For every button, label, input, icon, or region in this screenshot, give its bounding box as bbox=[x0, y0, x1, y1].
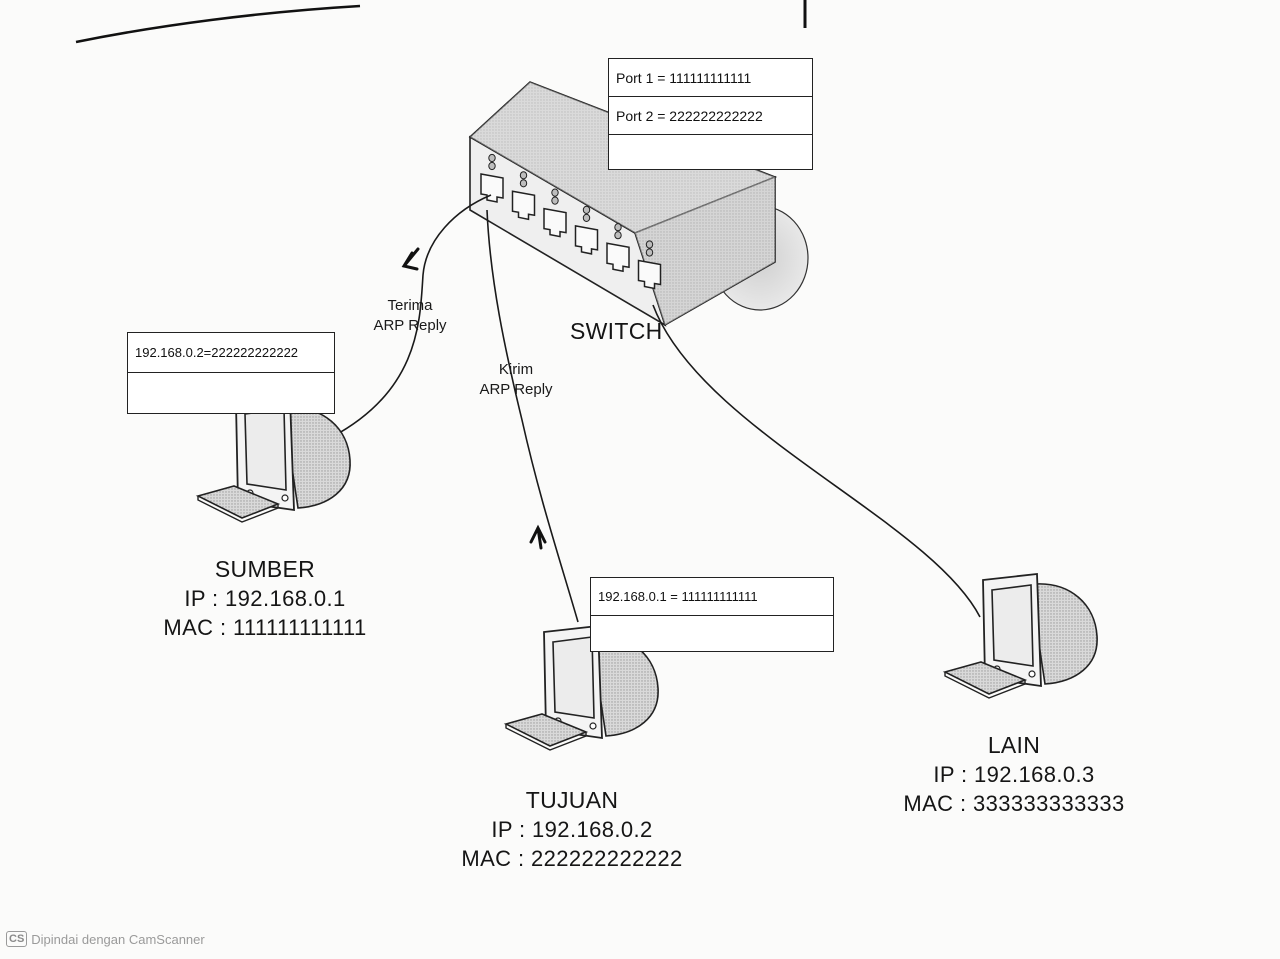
link-label-line: ARP Reply bbox=[373, 317, 447, 334]
sumber-info: SUMBER IP : 192.168.0.1 MAC : 1111111111… bbox=[150, 556, 380, 641]
port-led bbox=[551, 188, 559, 197]
switch-port bbox=[511, 190, 536, 221]
link-label-line: Terima bbox=[387, 297, 433, 314]
link-tujuan bbox=[486, 209, 579, 623]
port-led bbox=[614, 231, 622, 240]
port-led bbox=[519, 179, 528, 188]
port-led bbox=[519, 171, 528, 180]
device-ip: IP : 192.168.0.3 bbox=[933, 762, 1095, 787]
watermark-text: Dipindai dengan CamScanner bbox=[31, 931, 205, 947]
tujuan-info: TUJUAN IP : 192.168.0.2 MAC : 2222222222… bbox=[440, 787, 704, 872]
arrow-up-icon bbox=[529, 524, 547, 550]
device-name: LAIN bbox=[987, 732, 1041, 758]
switch-table-row bbox=[609, 135, 812, 168]
device-name: SUMBER bbox=[214, 556, 316, 582]
sumber-computer bbox=[197, 397, 352, 523]
arp-table-row bbox=[128, 373, 334, 411]
link-label-tujuan: Kirim ARP Reply bbox=[464, 360, 568, 400]
switch-port bbox=[606, 242, 630, 273]
lain-info: LAIN IP : 192.168.0.3 MAC : 333333333333 bbox=[884, 732, 1144, 817]
switch-port bbox=[543, 207, 567, 238]
arrow-down-icon bbox=[401, 247, 420, 271]
port-led bbox=[488, 161, 496, 171]
device-mac: MAC : 111111111111 bbox=[163, 615, 367, 640]
switch-table-row: Port 1 = 111111111111 bbox=[609, 59, 812, 97]
device-ip: IP : 192.168.0.2 bbox=[491, 817, 653, 842]
port-led bbox=[582, 213, 591, 222]
switch-mac-table: Port 1 = 111111111111 Port 2 = 222222222… bbox=[608, 58, 813, 170]
port-led bbox=[645, 240, 654, 249]
arp-table-row: 192.168.0.2=222222222222 bbox=[128, 333, 334, 373]
lain-computer bbox=[944, 573, 1099, 699]
port-led bbox=[582, 205, 591, 214]
link-sumber bbox=[331, 194, 492, 438]
arp-table-row bbox=[591, 616, 833, 650]
device-name: TUJUAN bbox=[525, 787, 619, 813]
switch-port bbox=[637, 259, 662, 290]
link-label-sumber: Terima ARP Reply bbox=[358, 296, 462, 336]
port-led bbox=[645, 248, 654, 257]
camscanner-watermark: CS Dipindai dengan CamScanner bbox=[6, 931, 205, 947]
device-mac: MAC : 222222222222 bbox=[461, 846, 683, 871]
device-mac: MAC : 333333333333 bbox=[903, 791, 1125, 816]
link-label-line: ARP Reply bbox=[479, 381, 553, 398]
switch-ports bbox=[480, 153, 662, 290]
switch-port bbox=[480, 173, 504, 203]
camscanner-logo-icon: CS bbox=[6, 931, 28, 947]
port-led bbox=[614, 223, 622, 232]
device-ip: IP : 192.168.0.1 bbox=[184, 586, 346, 611]
switch-label: SWITCH bbox=[570, 318, 663, 344]
switch-table-row: Port 2 = 222222222222 bbox=[609, 97, 812, 135]
port-led bbox=[551, 196, 559, 205]
scan-edge-line bbox=[75, 4, 361, 44]
link-label-line: Kirim bbox=[498, 361, 534, 378]
port-led bbox=[488, 153, 496, 163]
link-lain bbox=[652, 304, 981, 618]
tujuan-arp-table: 192.168.0.1 = 111111111111 bbox=[590, 577, 834, 652]
switch-port bbox=[574, 225, 599, 255]
sumber-arp-table: 192.168.0.2=222222222222 bbox=[127, 332, 335, 414]
arp-table-row: 192.168.0.1 = 111111111111 bbox=[591, 578, 833, 616]
